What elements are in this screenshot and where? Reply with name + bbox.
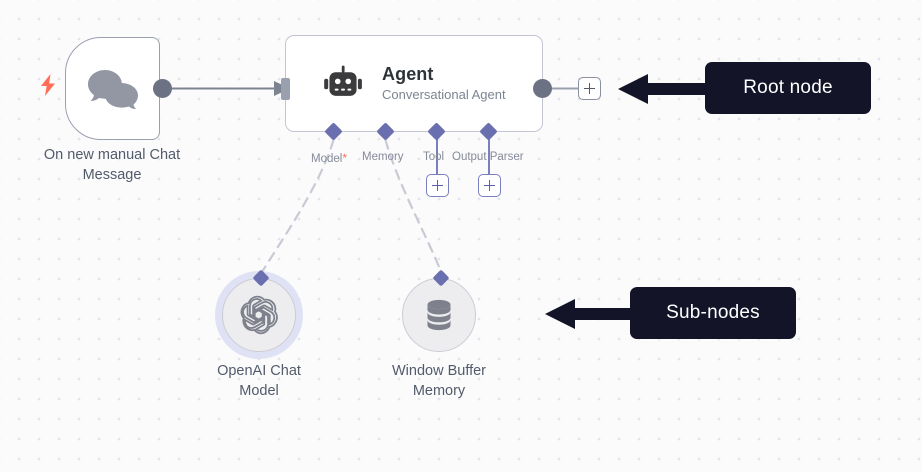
annotation-sub-nodes-text: Sub-nodes [666,302,760,323]
node-label-trigger: On new manual Chat Message [17,145,207,185]
trigger-output-connector[interactable] [153,79,172,98]
agent-title: Agent [382,64,434,84]
lightning-bolt-icon [41,74,55,96]
database-icon [427,299,451,331]
endpoint-label-model-text: Model [311,153,343,165]
agent-text-block: Agent Conversational Agent [382,63,506,104]
node-window-buffer-memory[interactable] [402,278,476,352]
openai-logo-icon [240,295,278,335]
node-openai-chat-model[interactable] [222,278,296,352]
trigger-label-line-2: Message [82,167,142,183]
add-output-parser-node-button[interactable] [478,174,501,197]
openai-label-line-1: OpenAI Chat [217,363,301,379]
endpoint-label-memory: Memory [362,151,404,163]
plus-vertical-bar [436,180,439,191]
endpoint-label-tool: Tool [423,151,445,163]
memory-label-line-1: Window Buffer [391,363,487,379]
plus-vertical-bar [588,83,591,94]
annotation-sub-nodes: Sub-nodes [630,287,796,339]
annotation-root-node-text: Root node [743,77,833,98]
endpoint-label-model: Model* [311,151,347,165]
agent-input-connector[interactable] [281,78,290,100]
node-on-new-manual-chat-message[interactable] [65,37,160,140]
plus-vertical-bar [488,180,491,191]
agent-subtitle: Conversational Agent [382,87,506,102]
root-node-arrow-icon [618,74,714,104]
connection-trigger-to-agent [170,81,290,96]
node-agent[interactable]: Agent Conversational Agent [285,35,543,132]
node-label-openai-chat-model: OpenAI Chat Model [159,361,359,401]
sub-nodes-arrow-icon [545,299,641,329]
agent-output-connector[interactable] [533,79,552,98]
node-label-window-buffer-memory: Window Buffer Memory [339,361,539,401]
annotation-root-node: Root node [705,62,871,114]
memory-label-line-2: Memory [412,383,466,399]
openai-label-line-2: Model [239,383,279,399]
add-node-after-agent-button[interactable] [578,77,601,100]
robot-icon [324,65,362,96]
required-asterisk-icon: * [342,151,347,165]
trigger-label-line-1: On new manual Chat [43,147,181,163]
chat-bubbles-icon [87,69,138,109]
add-tool-node-button[interactable] [426,174,449,197]
endpoint-label-output-parser: Output Parser [452,151,524,163]
